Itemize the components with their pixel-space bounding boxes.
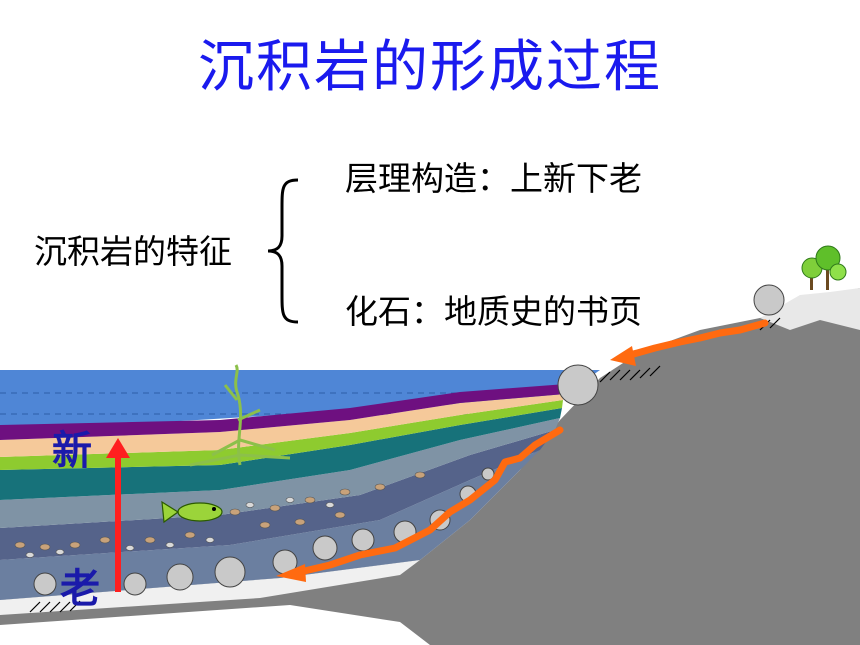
- feature-item-fossil: 化石：地质史的书页: [345, 292, 642, 331]
- layer-purple: [0, 384, 566, 440]
- label-older: 老: [60, 566, 100, 612]
- layer-dark-blue-gray: [0, 430, 555, 560]
- trees-icon: [801, 245, 847, 290]
- layer-teal: [0, 408, 562, 500]
- fish-icon: [161, 500, 223, 524]
- slope-highlight: [760, 288, 860, 330]
- mountain-slope: [0, 288, 860, 645]
- layer-pebbles: [0, 418, 560, 528]
- layer-green: [0, 400, 563, 470]
- water: [0, 370, 600, 432]
- features-heading: 沉积岩的特征: [34, 232, 232, 271]
- page-title: 沉积岩的形成过程: [198, 35, 662, 100]
- curly-brace: [267, 178, 299, 324]
- layer-peach: [0, 394, 565, 457]
- feature-item-bedding: 层理构造：上新下老: [345, 159, 642, 198]
- label-newer: 新: [52, 428, 92, 474]
- layer-bottom-gravel: [0, 450, 540, 600]
